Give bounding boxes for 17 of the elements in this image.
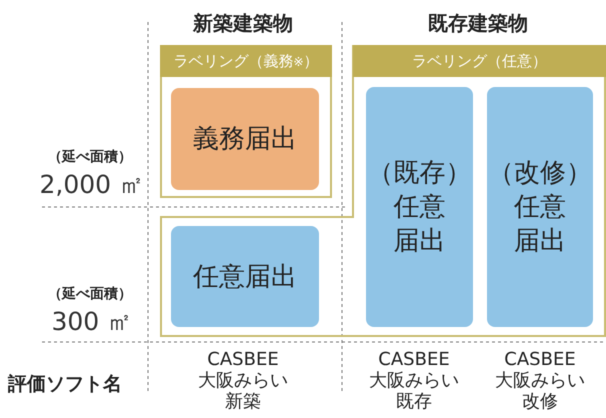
labeling-panel <box>160 45 332 198</box>
area-value: 300 ㎡ <box>52 306 132 338</box>
labeling-panel <box>160 45 606 337</box>
software-name: CASBEE大阪みらい既存 <box>369 349 459 412</box>
notification-box: 義務届出 <box>171 88 319 190</box>
column-heading: 既存建築物 <box>428 10 528 37</box>
header-band: ラベリング（任意） <box>353 45 606 77</box>
software-name: CASBEE大阪みらい新築 <box>198 349 288 412</box>
column-heading: 新築建築物 <box>193 10 293 37</box>
software-name: CASBEE大阪みらい改修 <box>495 349 585 412</box>
area-caption: （延べ面積） <box>48 285 132 303</box>
notification-box: 任意届出 <box>171 226 319 327</box>
notification-box: （既存）任意届出 <box>366 87 473 327</box>
row-heading: 評価ソフト名 <box>8 372 122 397</box>
notification-box: （改修）任意届出 <box>487 87 593 327</box>
area-caption: （延べ面積） <box>48 148 132 166</box>
area-value: 2,000 ㎡ <box>40 169 144 201</box>
